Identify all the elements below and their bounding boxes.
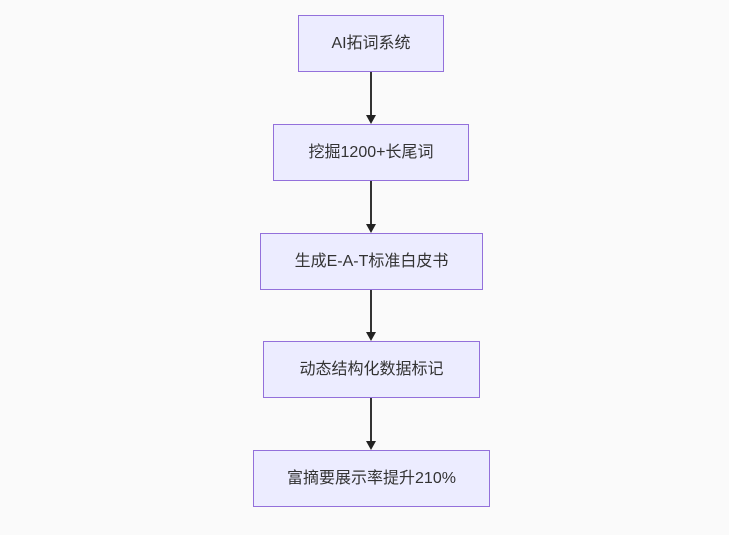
arrow-line [370, 290, 372, 332]
arrowhead-down-icon [366, 115, 376, 124]
flow-node-label: AI拓词系统 [331, 34, 411, 52]
arrowhead-down-icon [366, 224, 376, 233]
arrow-line [370, 181, 372, 224]
flow-node-ai-word-system: AI拓词系统 [298, 15, 444, 72]
flow-node-longtail-mining: 挖掘1200+长尾词 [273, 124, 469, 181]
flow-arrow-3 [365, 290, 377, 341]
arrowhead-down-icon [366, 441, 376, 450]
flow-node-label: 生成E-A-T标准白皮书 [294, 252, 449, 270]
arrow-line [370, 398, 372, 441]
flow-node-label: 动态结构化数据标记 [299, 360, 444, 378]
flow-node-label: 富摘要展示率提升210% [287, 469, 456, 487]
flow-arrow-1 [365, 72, 377, 124]
flow-node-rich-snippet-result: 富摘要展示率提升210% [253, 450, 490, 507]
arrowhead-down-icon [366, 332, 376, 341]
flow-node-label: 挖掘1200+长尾词 [308, 143, 434, 161]
flow-arrow-2 [365, 181, 377, 233]
flow-node-structured-data: 动态结构化数据标记 [263, 341, 480, 398]
flow-arrow-4 [365, 398, 377, 450]
flow-node-eat-whitepaper: 生成E-A-T标准白皮书 [260, 233, 483, 290]
arrow-line [370, 72, 372, 115]
